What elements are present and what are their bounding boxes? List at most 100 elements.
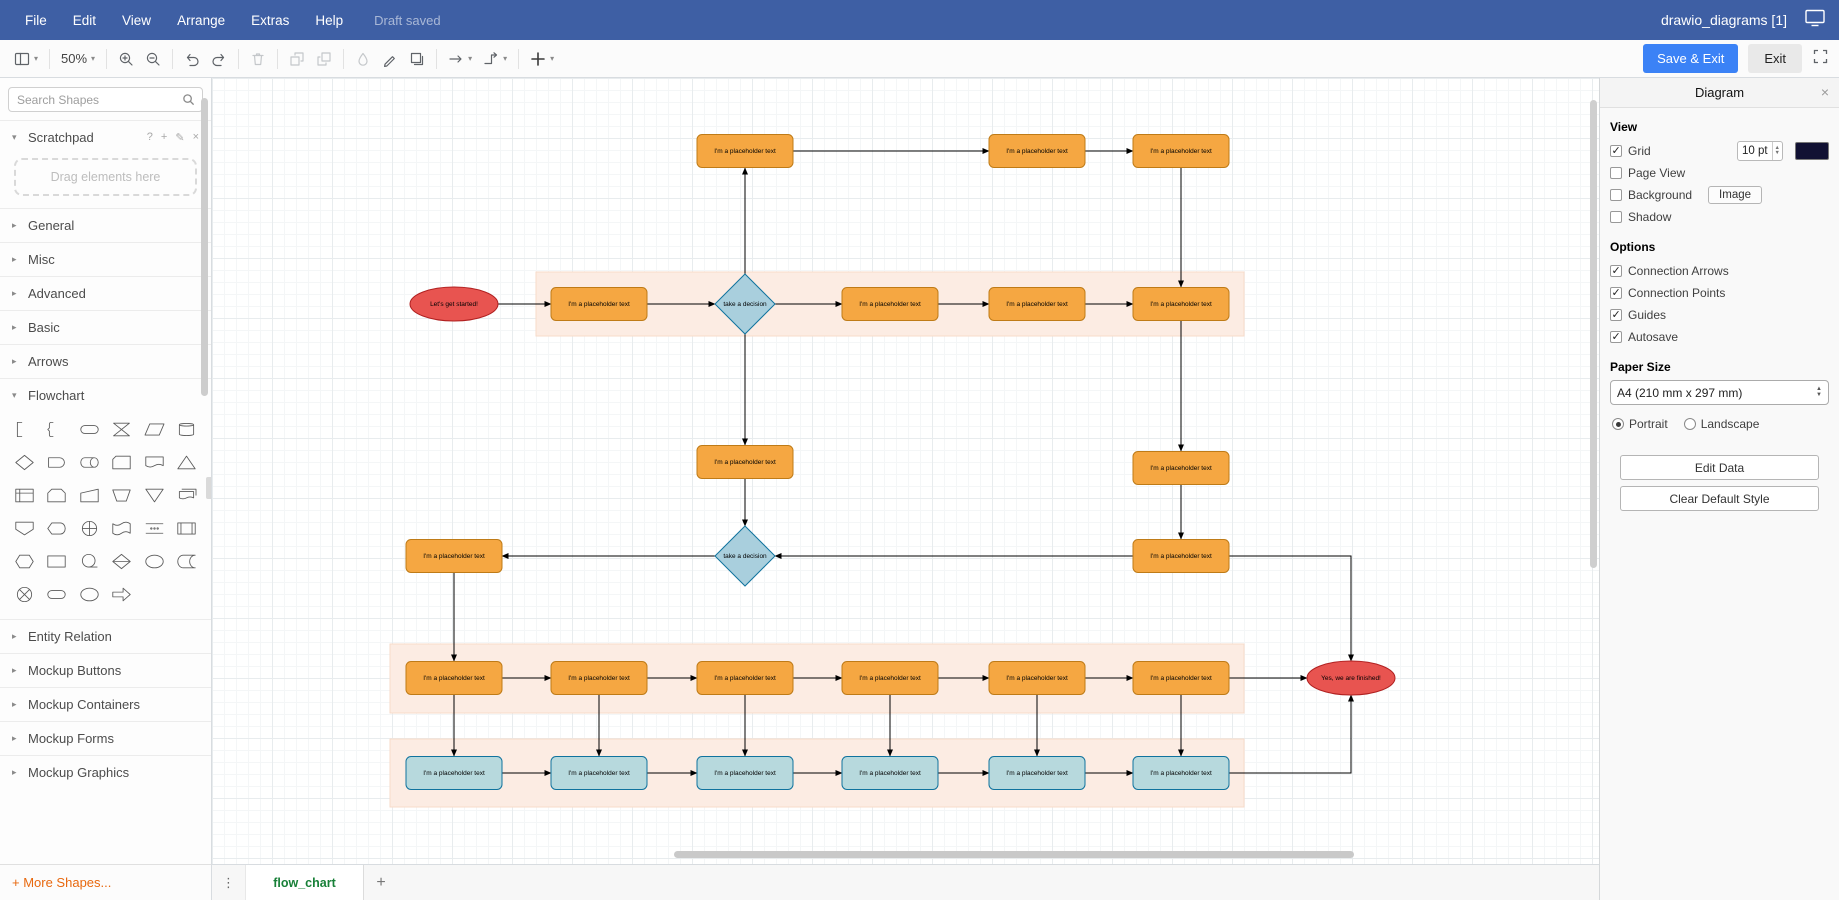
shape-direct-data[interactable]	[78, 453, 101, 477]
redo-button[interactable]	[207, 47, 231, 71]
exit-button[interactable]: Exit	[1748, 44, 1802, 73]
terminator-node[interactable]: Let's get started!	[409, 286, 499, 322]
waypoint-style-button[interactable]: ▾	[479, 47, 511, 71]
orientation-landscape[interactable]: Landscape	[1683, 417, 1759, 431]
zoom-in-button[interactable]	[114, 47, 138, 71]
decision-node[interactable]: take a decision	[714, 525, 776, 587]
shadow-checkbox[interactable]	[1610, 211, 1622, 223]
section-mockup-containers[interactable]: ▸Mockup Containers	[0, 687, 211, 721]
display-icon[interactable]	[1803, 7, 1827, 34]
shape-collate[interactable]	[110, 420, 133, 444]
shape-annotation-2[interactable]	[45, 420, 68, 444]
fullscreen-icon[interactable]	[1812, 48, 1829, 70]
shape-decision[interactable]	[13, 453, 36, 477]
section-basic[interactable]: ▸Basic	[0, 310, 211, 344]
guides-checkbox[interactable]	[1610, 308, 1622, 321]
menu-arrange[interactable]: Arrange	[177, 12, 226, 28]
search-shapes-input[interactable]	[8, 87, 203, 112]
terminator-node[interactable]: Yes, we are finished!	[1306, 660, 1396, 696]
menu-edit[interactable]: Edit	[72, 12, 97, 28]
shape-data[interactable]	[143, 420, 166, 444]
section-arrows[interactable]: ▸Arrows	[0, 344, 211, 378]
save-exit-button[interactable]: Save & Exit	[1643, 44, 1739, 73]
shape-manual-input[interactable]	[78, 486, 101, 510]
section-mockup-graphics[interactable]: ▸Mockup Graphics	[0, 755, 211, 789]
menu-file[interactable]: File	[25, 12, 47, 28]
process-node[interactable]: I'm a placeholder text	[988, 287, 1086, 321]
background-checkbox[interactable]	[1610, 189, 1622, 201]
section-mockup-forms[interactable]: ▸Mockup Forms	[0, 721, 211, 755]
zoom-out-button[interactable]	[141, 47, 165, 71]
shape-summing-function[interactable]	[13, 585, 36, 609]
shape-terminator[interactable]	[78, 420, 101, 444]
pages-menu-icon[interactable]: ⋮	[212, 865, 246, 900]
data-node[interactable]: I'm a placeholder text	[550, 756, 648, 790]
autosave-checkbox[interactable]	[1610, 330, 1622, 343]
edit-icon[interactable]: ✎	[175, 132, 185, 144]
sidebar-resize-handle[interactable]	[206, 477, 211, 499]
paper-size-select[interactable]: A4 (210 mm x 297 mm) ▲▼	[1610, 380, 1829, 405]
shape-loop-limit[interactable]	[45, 486, 68, 510]
process-node[interactable]: I'm a placeholder text	[405, 661, 503, 695]
data-node[interactable]: I'm a placeholder text	[405, 756, 503, 790]
shape-internal-storage[interactable]	[13, 486, 36, 510]
shape-merge[interactable]	[143, 486, 166, 510]
menu-view[interactable]: View	[122, 12, 152, 28]
connector-edge[interactable]	[1229, 555, 1354, 662]
close-icon[interactable]: ×	[192, 131, 199, 143]
undo-button[interactable]	[180, 47, 204, 71]
data-node[interactable]: I'm a placeholder text	[841, 756, 939, 790]
stepper-icon[interactable]: ▲▼	[1771, 142, 1782, 160]
more-shapes-button[interactable]: + More Shapes...	[0, 864, 211, 900]
shape-parallel-mode[interactable]	[143, 519, 166, 543]
process-node[interactable]: I'm a placeholder text	[841, 287, 939, 321]
tab-flow-chart[interactable]: flow_chart	[246, 865, 364, 900]
shape-process[interactable]	[45, 552, 68, 576]
zoom-select[interactable]: 50% ▾	[57, 47, 99, 70]
shape-transfer[interactable]	[110, 585, 133, 609]
section-entity-relation[interactable]: ▸Entity Relation	[0, 619, 211, 653]
process-node[interactable]: I'm a placeholder text	[841, 661, 939, 695]
grid-color-swatch[interactable]	[1795, 142, 1829, 160]
connection-arrows-checkbox[interactable]	[1610, 264, 1622, 277]
data-node[interactable]: I'm a placeholder text	[696, 756, 794, 790]
shape-start[interactable]	[143, 552, 166, 576]
shape-annotation[interactable]	[13, 420, 36, 444]
shape-start-2[interactable]	[78, 585, 101, 609]
shape-delay[interactable]	[45, 453, 68, 477]
data-node[interactable]: I'm a placeholder text	[1132, 756, 1230, 790]
process-node[interactable]: I'm a placeholder text	[988, 661, 1086, 695]
process-node[interactable]: I'm a placeholder text	[1132, 661, 1230, 695]
shape-stored-data[interactable]	[175, 552, 198, 576]
process-node[interactable]: I'm a placeholder text	[696, 134, 794, 168]
section-advanced[interactable]: ▸Advanced	[0, 276, 211, 310]
process-node[interactable]: I'm a placeholder text	[550, 661, 648, 695]
sidebar-scrollbar[interactable]	[201, 98, 208, 396]
add-icon[interactable]: +	[160, 131, 168, 143]
scratchpad-dropzone[interactable]: Drag elements here	[14, 158, 197, 196]
shape-paper-tape[interactable]	[110, 519, 133, 543]
edit-data-button[interactable]: Edit Data	[1620, 455, 1819, 480]
shape-sequential-data[interactable]	[78, 552, 101, 576]
image-button[interactable]: Image	[1708, 186, 1763, 204]
add-page-icon[interactable]: +	[376, 873, 386, 891]
connection-style-button[interactable]: ▾	[444, 47, 476, 71]
data-node[interactable]: I'm a placeholder text	[988, 756, 1086, 790]
process-node[interactable]: I'm a placeholder text	[1132, 539, 1230, 573]
insert-button[interactable]: ▾	[526, 47, 558, 71]
help-icon[interactable]: ?	[146, 131, 153, 143]
shape-database[interactable]	[175, 420, 198, 444]
section-flowchart[interactable]: ▾Flowchart	[0, 378, 211, 412]
view-panels-button[interactable]: ▾	[10, 47, 42, 71]
clear-default-style-button[interactable]: Clear Default Style	[1620, 486, 1819, 511]
process-node[interactable]: I'm a placeholder text	[1132, 134, 1230, 168]
grid-checkbox[interactable]	[1610, 144, 1622, 157]
close-icon[interactable]: ×	[1820, 84, 1829, 100]
shadow-button[interactable]	[405, 47, 429, 71]
process-node[interactable]: I'm a placeholder text	[696, 445, 794, 479]
connector-edge[interactable]	[1229, 694, 1354, 774]
process-node[interactable]: I'm a placeholder text	[988, 134, 1086, 168]
section-mockup-buttons[interactable]: ▸Mockup Buttons	[0, 653, 211, 687]
scratchpad-section[interactable]: ▾ Scratchpad ? + ✎ ×	[0, 120, 211, 154]
